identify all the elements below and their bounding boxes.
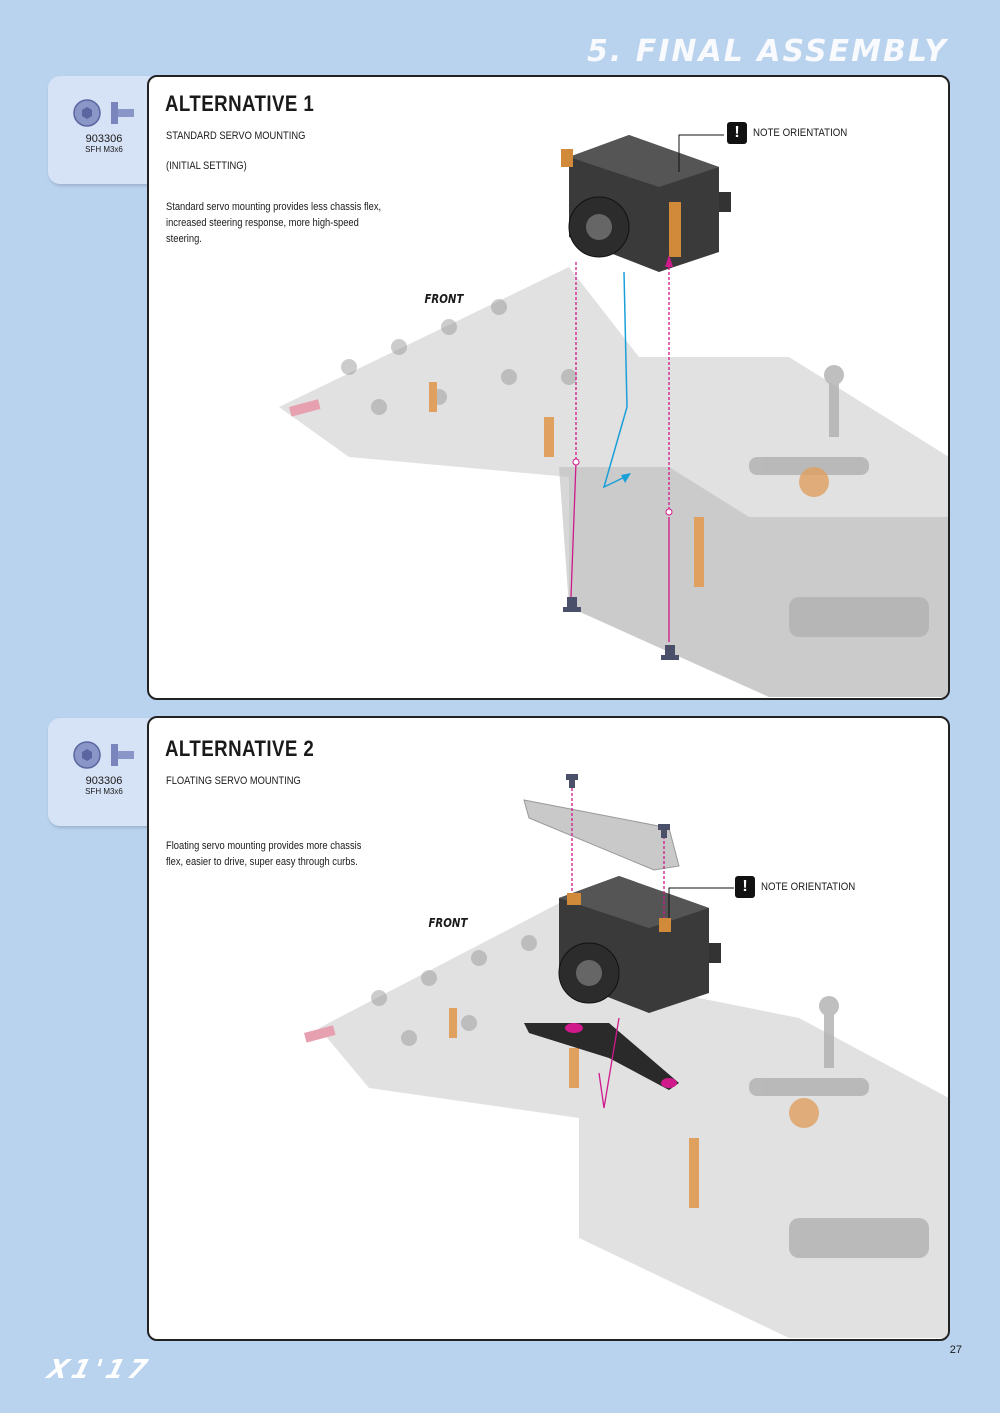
part-code: 903306 [85,133,123,145]
screw-side-icon [111,102,134,124]
part-code: 903306 [85,775,123,787]
panel-alternative-1: ALTERNATIVE 1 STANDARD SERVO MOUNTING (I… [147,75,950,700]
screw-icons [48,98,160,128]
screw-icons [48,740,160,770]
panel-description: Standard servo mounting provides less ch… [166,201,382,245]
screw-head-icon [73,741,101,769]
part-tab-alt2: 903306 SFH M3x6 [48,718,160,826]
warning-icon: ! [727,122,747,144]
part-desc: SFH M3x6 [85,787,123,796]
panel-title: ALTERNATIVE 1 [165,91,315,116]
panel-subtitle-2: (INITIAL SETTING) [166,160,247,172]
panel-subtitle: FLOATING SERVO MOUNTING [166,775,301,787]
panel-title: ALTERNATIVE 2 [165,736,315,761]
section-title: 5. FINAL ASSEMBLY [587,34,948,69]
note-orientation: ! NOTE ORIENTATION [727,122,860,144]
servo-mount-illustration-2 [304,774,948,1338]
part-desc: SFH M3x6 [85,145,123,154]
brand-logo: X1'17 [43,1355,155,1385]
panel-subtitle: STANDARD SERVO MOUNTING [166,130,306,142]
part-tab-alt1: 903306 SFH M3x6 [48,76,160,184]
screw-bottom-icons [563,597,679,660]
servo-mount-illustration-1 [279,134,948,697]
screw-side-icon [111,744,134,766]
panel-description: Floating servo mounting provides more ch… [166,840,362,868]
front-label: FRONT [428,916,468,930]
warning-icon: ! [735,876,755,898]
panel-alternative-2: ALTERNATIVE 2 FLOATING SERVO MOUNTING Fl… [147,716,950,1341]
note-label: NOTE ORIENTATION [761,881,856,893]
note-label: NOTE ORIENTATION [753,127,848,139]
note-orientation: ! NOTE ORIENTATION [735,876,868,898]
page-number: 27 [949,1344,962,1356]
front-label: FRONT [424,292,464,306]
screw-head-icon [73,99,101,127]
